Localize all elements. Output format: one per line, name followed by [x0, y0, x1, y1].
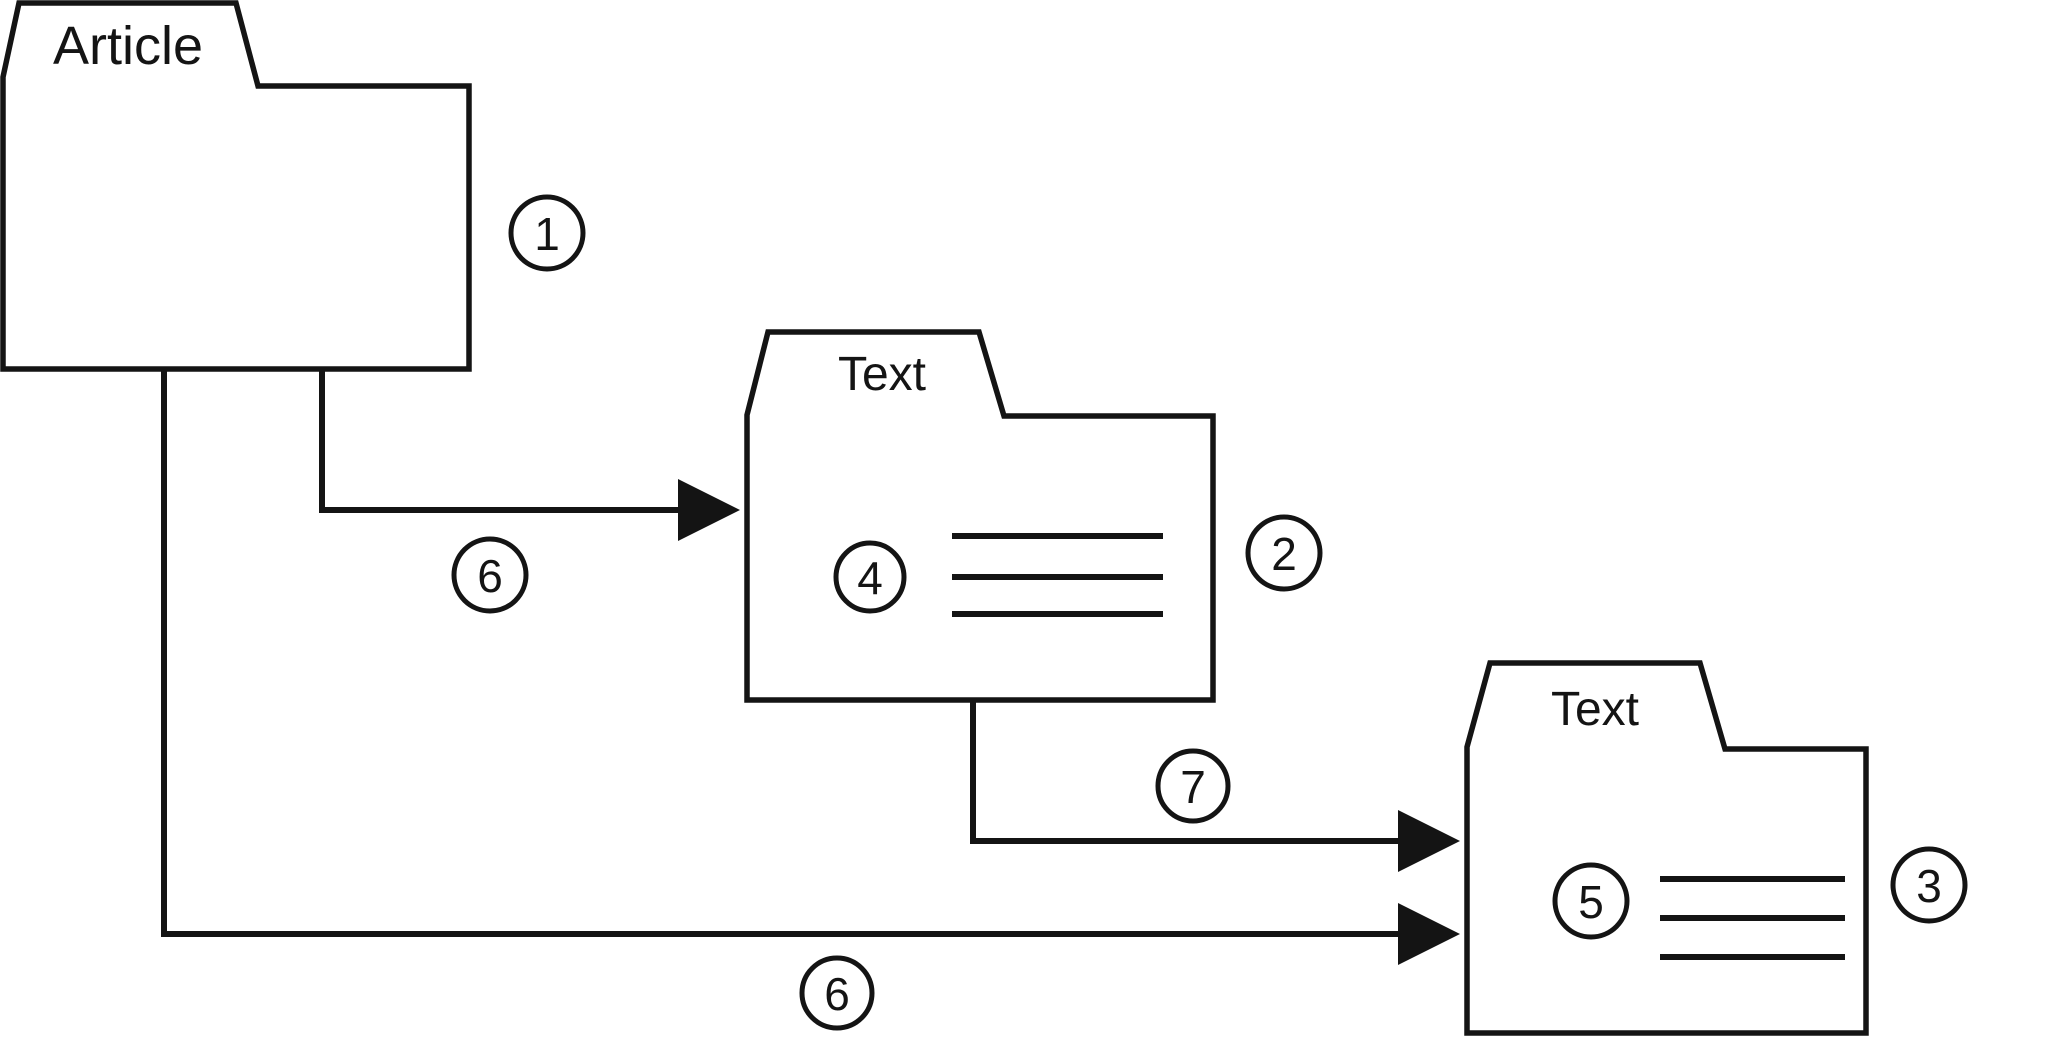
connector-text2-to-text3-line: [970, 700, 1402, 844]
connector-article-to-text2-arrowhead-icon: [678, 479, 740, 541]
connector-article-to-text2-line: [319, 369, 682, 513]
number-badge-6-upper: 6: [451, 536, 529, 614]
folder-article: Article: [0, 0, 472, 372]
number-badge-2-text: 2: [1271, 528, 1297, 580]
number-badge-2-circle: [1245, 514, 1323, 592]
number-badge-7-circle: [1155, 748, 1231, 824]
folder-text-3: Text: [1464, 660, 1869, 1036]
number-badge-6-upper-text: 6: [477, 550, 503, 602]
number-badge-6-lower-text: 6: [824, 968, 850, 1020]
number-badge-2: 2: [1245, 514, 1323, 592]
folder-article-shape: [0, 0, 472, 372]
connector-article-to-text3-line: [161, 369, 1402, 937]
number-badge-4: 4: [833, 540, 907, 614]
number-badge-5-circle: [1552, 862, 1630, 940]
number-badge-3-circle: [1890, 846, 1968, 924]
connector-text2-to-text3: [970, 700, 1460, 872]
number-badge-1: 1: [508, 194, 586, 272]
folder-text-2-label: Text: [838, 348, 926, 401]
number-badge-3: 3: [1890, 846, 1968, 924]
connector-text2-to-text3-arrowhead-icon: [1398, 810, 1460, 872]
number-badge-1-text: 1: [534, 208, 560, 260]
folder-text-2: Text: [744, 329, 1216, 703]
number-badge-7-text: 7: [1180, 761, 1206, 813]
number-badge-1-circle: [508, 194, 586, 272]
number-badge-5: 5: [1552, 862, 1630, 940]
number-badge-6-upper-circle: [451, 536, 529, 614]
number-badge-4-circle: [833, 540, 907, 614]
folder-text-3-shape: [1464, 660, 1869, 1036]
connector-article-to-text3: [161, 369, 1460, 965]
folder-text-3-label: Text: [1551, 683, 1639, 736]
folder-article-label: Article: [53, 16, 203, 76]
number-badge-7: 7: [1155, 748, 1231, 824]
number-badge-4-text: 4: [857, 552, 883, 604]
number-badge-5-text: 5: [1578, 876, 1604, 928]
connector-article-to-text2: [319, 369, 740, 541]
number-badge-6-lower-circle: [799, 955, 875, 1031]
connector-article-to-text3-arrowhead-icon: [1398, 903, 1460, 965]
number-badge-6-lower: 6: [799, 955, 875, 1031]
folder-text-2-shape: [744, 329, 1216, 703]
number-badge-3-text: 3: [1916, 860, 1942, 912]
